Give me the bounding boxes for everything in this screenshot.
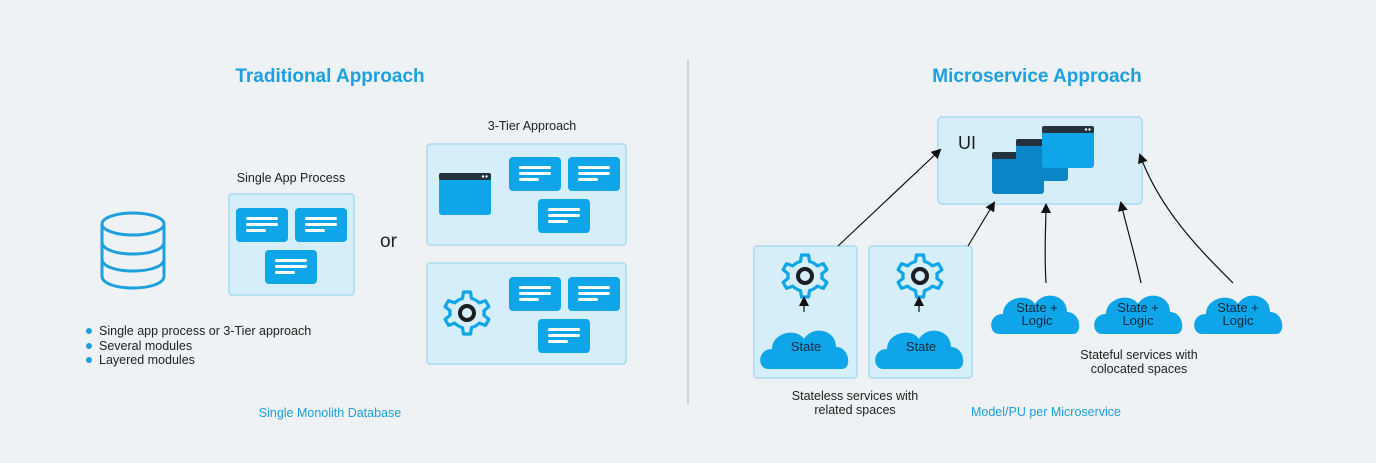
state-label: State <box>790 339 822 354</box>
module-icon <box>509 277 561 311</box>
bullet-item: Layered modules <box>85 353 311 368</box>
bullet-item: Single app process or 3-Tier approach <box>85 324 311 339</box>
window-icon <box>439 173 491 215</box>
ui-label: UI <box>958 133 976 153</box>
traditional-title: Traditional Approach <box>235 66 425 87</box>
three-tier-label: 3-Tier Approach <box>487 119 577 133</box>
module-icon <box>538 199 590 233</box>
module-icon <box>265 250 317 284</box>
module-icon <box>538 319 590 353</box>
state-logic-label: State +Logic <box>1016 300 1058 328</box>
module-icon <box>236 208 288 242</box>
microservice-title: Microservice Approach <box>932 66 1142 87</box>
state-logic-label: State +Logic <box>1117 300 1159 328</box>
bullet-item: Several modules <box>85 339 311 354</box>
module-icon <box>509 157 561 191</box>
microservice-footer: Model/PU per Microservice <box>970 405 1122 419</box>
or-label: or <box>380 231 397 252</box>
module-icon <box>295 208 347 242</box>
traditional-bullet-list: Single app process or 3-Tier approach Se… <box>85 324 311 368</box>
state-label: State <box>905 339 937 354</box>
module-icon <box>568 277 620 311</box>
dependency-arrows <box>799 148 1234 312</box>
single-app-process-label: Single App Process <box>236 171 346 185</box>
ui-windows-icon <box>992 126 1094 194</box>
database-icon <box>100 211 166 290</box>
module-icon <box>568 157 620 191</box>
state-logic-label: State +Logic <box>1217 300 1259 328</box>
traditional-footer: Single Monolith Database <box>258 406 402 420</box>
